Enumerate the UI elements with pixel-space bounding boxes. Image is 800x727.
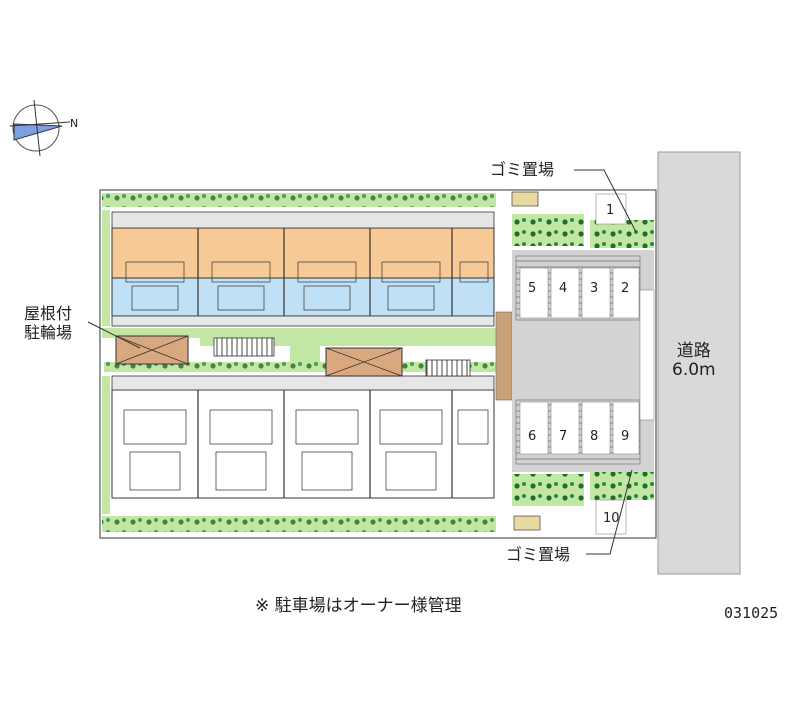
parking-lot: 1 2 3 4 5 6 7 8 9 10 bbox=[512, 193, 655, 535]
parking-slot-5: 5 bbox=[528, 281, 536, 296]
property-code: 031025 bbox=[724, 604, 779, 622]
parking-slot-6: 6 bbox=[528, 429, 536, 444]
garbage-area-bottom bbox=[513, 515, 541, 531]
bike-parking-label: 屋根付 駐輪場 bbox=[24, 304, 72, 342]
covered-bicycle-parking bbox=[115, 335, 403, 377]
building-south bbox=[111, 375, 495, 499]
parking-slot-8: 8 bbox=[590, 429, 598, 444]
entrance-walkway bbox=[495, 311, 513, 401]
road-label: 道路 6.0m bbox=[672, 342, 716, 380]
road-label-width: 6.0m bbox=[672, 360, 716, 380]
parking-slot-3: 3 bbox=[590, 281, 598, 296]
parking-slot-9: 9 bbox=[621, 429, 629, 444]
garbage-label-bottom: ゴミ置場 bbox=[506, 545, 571, 564]
parking-slot-1: 1 bbox=[606, 203, 614, 218]
garbage-area-top bbox=[511, 191, 539, 207]
bike-parking-label-line1: 屋根付 bbox=[24, 304, 73, 323]
compass-north-letter: N bbox=[70, 117, 78, 130]
parking-slot-4: 4 bbox=[559, 281, 567, 296]
landscaping bbox=[102, 193, 654, 532]
compass-icon: N bbox=[9, 99, 78, 157]
bike-parking-label-line2: 駐輪場 bbox=[24, 323, 73, 342]
parking-slot-7: 7 bbox=[559, 429, 567, 444]
leader-lines bbox=[87, 169, 637, 555]
stairs bbox=[425, 359, 471, 377]
road-label-name: 道路 bbox=[676, 341, 711, 361]
stairs bbox=[213, 337, 275, 357]
road bbox=[657, 151, 741, 575]
parking-slot-10: 10 bbox=[603, 511, 620, 526]
garbage-label-top: ゴミ置場 bbox=[490, 160, 555, 179]
parking-management-note: ※ 駐車場はオーナー様管理 bbox=[255, 596, 462, 616]
building-north bbox=[111, 211, 495, 327]
parking-slot-2: 2 bbox=[621, 281, 629, 296]
